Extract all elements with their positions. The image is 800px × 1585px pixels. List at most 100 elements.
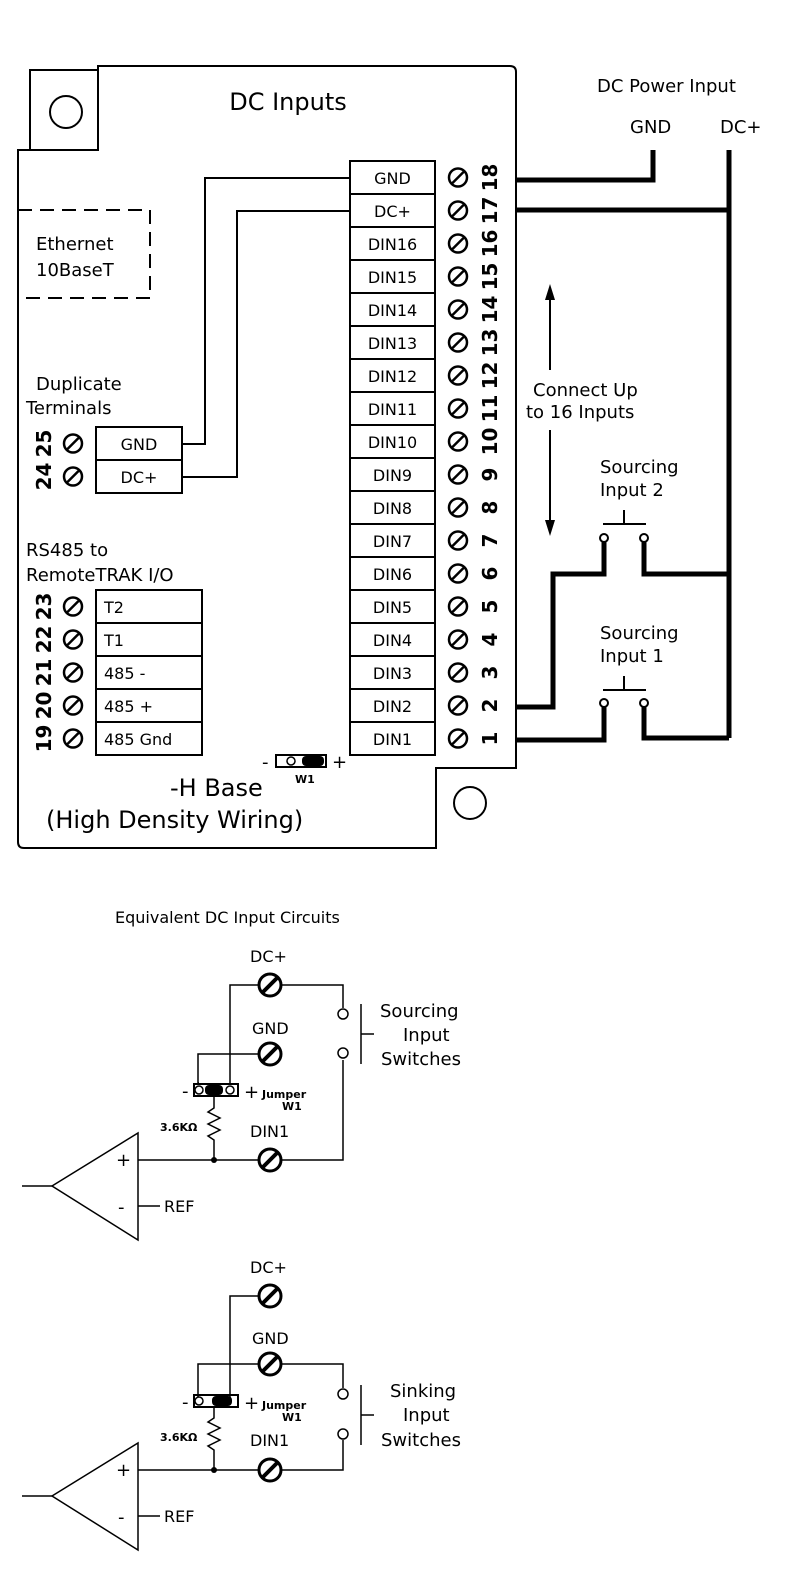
terminal-label: DIN12 bbox=[368, 367, 417, 386]
terminal-number: 16 bbox=[478, 230, 502, 258]
terminal-screw-icon bbox=[447, 332, 469, 353]
terminal-number: 5 bbox=[478, 600, 502, 614]
range-arrow-up bbox=[545, 284, 555, 300]
terminal-label: DIN13 bbox=[368, 334, 417, 353]
rs485-terminal-row: 485 +20 bbox=[32, 688, 203, 723]
terminal-number: 13 bbox=[478, 329, 502, 357]
terminal-label: DIN11 bbox=[368, 400, 417, 419]
terminal-screw-icon bbox=[447, 299, 469, 320]
rs485-label: RS485 to bbox=[26, 540, 108, 561]
base-label: -H Base bbox=[170, 774, 263, 802]
svg-text:-: - bbox=[262, 752, 269, 773]
duplicate-terminal-number: 25 bbox=[32, 430, 56, 458]
terminal-number: 12 bbox=[478, 362, 502, 390]
ethernet-label: Ethernet bbox=[36, 234, 114, 255]
rs485-terminal-number: 22 bbox=[32, 626, 56, 654]
terminal-label: DIN1 bbox=[373, 730, 412, 749]
rs485-terminal-label: T1 bbox=[103, 631, 124, 650]
power-gnd-label: GND bbox=[630, 117, 671, 138]
terminal-number: 3 bbox=[478, 666, 502, 680]
sinking-ref-label: REF bbox=[164, 1507, 194, 1526]
svg-text:-: - bbox=[118, 1197, 125, 1218]
terminal-screw-icon bbox=[62, 596, 84, 617]
input1-label: Sourcing bbox=[600, 623, 679, 644]
duplicate-terminal-label: GND bbox=[121, 435, 158, 454]
terminal-screw-icon bbox=[447, 167, 469, 188]
terminal-number: 8 bbox=[478, 501, 502, 515]
rs485-terminal-label: 485 - bbox=[104, 664, 145, 683]
rs485-terminal-number: 21 bbox=[32, 659, 56, 687]
sourcing-din-label: DIN1 bbox=[250, 1122, 289, 1141]
terminal-screw-icon bbox=[447, 596, 469, 617]
svg-text:+: + bbox=[244, 1393, 259, 1414]
input1-wire-left bbox=[517, 707, 607, 743]
duplicate-terminal-number: 24 bbox=[32, 463, 56, 491]
input1-wire-right bbox=[641, 707, 729, 741]
terminal-label: DIN14 bbox=[368, 301, 417, 320]
connect-label: Connect Up bbox=[533, 380, 638, 401]
svg-text:+: + bbox=[116, 1460, 131, 1481]
jumper-w1: - + W1 bbox=[262, 752, 347, 786]
terminal-number: 9 bbox=[478, 468, 502, 482]
svg-text:Ω: Ω bbox=[188, 1431, 198, 1444]
terminal-label: DIN4 bbox=[373, 631, 412, 650]
terminal-label: DIN15 bbox=[368, 268, 417, 287]
sinking-w1-label: W1 bbox=[282, 1411, 302, 1424]
terminal-row: DIN15 15 bbox=[349, 259, 502, 294]
terminal-number: 2 bbox=[478, 699, 502, 713]
rs485-sublabel: RemoteTRAK I/O bbox=[26, 565, 174, 586]
terminal-label: DIN3 bbox=[373, 664, 412, 683]
terminal-screw-icon bbox=[447, 398, 469, 419]
svg-text:-: - bbox=[118, 1507, 125, 1528]
terminal-screw-icon bbox=[447, 233, 469, 254]
equivalent-title: Equivalent DC Input Circuits bbox=[115, 908, 340, 927]
sourcing-w1-label: W1 bbox=[282, 1100, 302, 1113]
terminal-screw-icon bbox=[447, 728, 469, 749]
terminal-row: DIN4 4 bbox=[349, 622, 502, 657]
module-title: DC Inputs bbox=[229, 88, 347, 116]
terminal-number: 6 bbox=[478, 567, 502, 581]
sourcing-switch-sublabel: Input bbox=[403, 1025, 450, 1046]
terminal-number: 4 bbox=[478, 633, 502, 647]
duplicate-terminals-label: Duplicate bbox=[36, 374, 122, 395]
sourcing-circuit: DC+ GND DIN1 Sourcing Input Switches - +… bbox=[22, 947, 461, 1242]
sinking-dcplus-label: DC+ bbox=[250, 1258, 287, 1277]
ethernet-sublabel: 10BaseT bbox=[36, 260, 115, 281]
terminal-number: 17 bbox=[478, 197, 502, 225]
terminal-screw-icon bbox=[447, 464, 469, 485]
input2-wire-left bbox=[517, 542, 607, 710]
sinking-resistor-label: 3.6K bbox=[160, 1431, 188, 1444]
terminal-screw-icon bbox=[62, 629, 84, 650]
sinking-switch-label: Sinking bbox=[390, 1381, 456, 1402]
terminal-screw-icon bbox=[447, 497, 469, 518]
input2-sublabel: Input 2 bbox=[600, 480, 664, 501]
power-gnd-wire bbox=[517, 150, 656, 183]
terminal-label: DIN5 bbox=[373, 598, 412, 617]
input1-sublabel: Input 1 bbox=[600, 646, 664, 667]
terminal-row: DIN12 12 bbox=[349, 358, 502, 393]
input2-wire-right bbox=[641, 542, 729, 577]
rs485-terminal-row: T1 22 bbox=[32, 622, 203, 657]
sinking-din-label: DIN1 bbox=[250, 1431, 289, 1450]
svg-text:+: + bbox=[332, 752, 347, 773]
terminal-number: 15 bbox=[478, 263, 502, 291]
svg-text:-: - bbox=[182, 1392, 189, 1413]
terminal-number: 7 bbox=[478, 534, 502, 548]
duplicate-terminal-row: DC+24 bbox=[32, 459, 183, 494]
terminal-screw-icon bbox=[62, 728, 84, 749]
terminal-screw-icon bbox=[447, 365, 469, 386]
connect-sublabel: to 16 Inputs bbox=[526, 402, 634, 423]
rs485-terminal-label: 485 Gnd bbox=[104, 730, 172, 749]
rs485-terminal-number: 23 bbox=[32, 593, 56, 621]
input2-label: Sourcing bbox=[600, 457, 679, 478]
terminal-screw-icon bbox=[62, 695, 84, 716]
